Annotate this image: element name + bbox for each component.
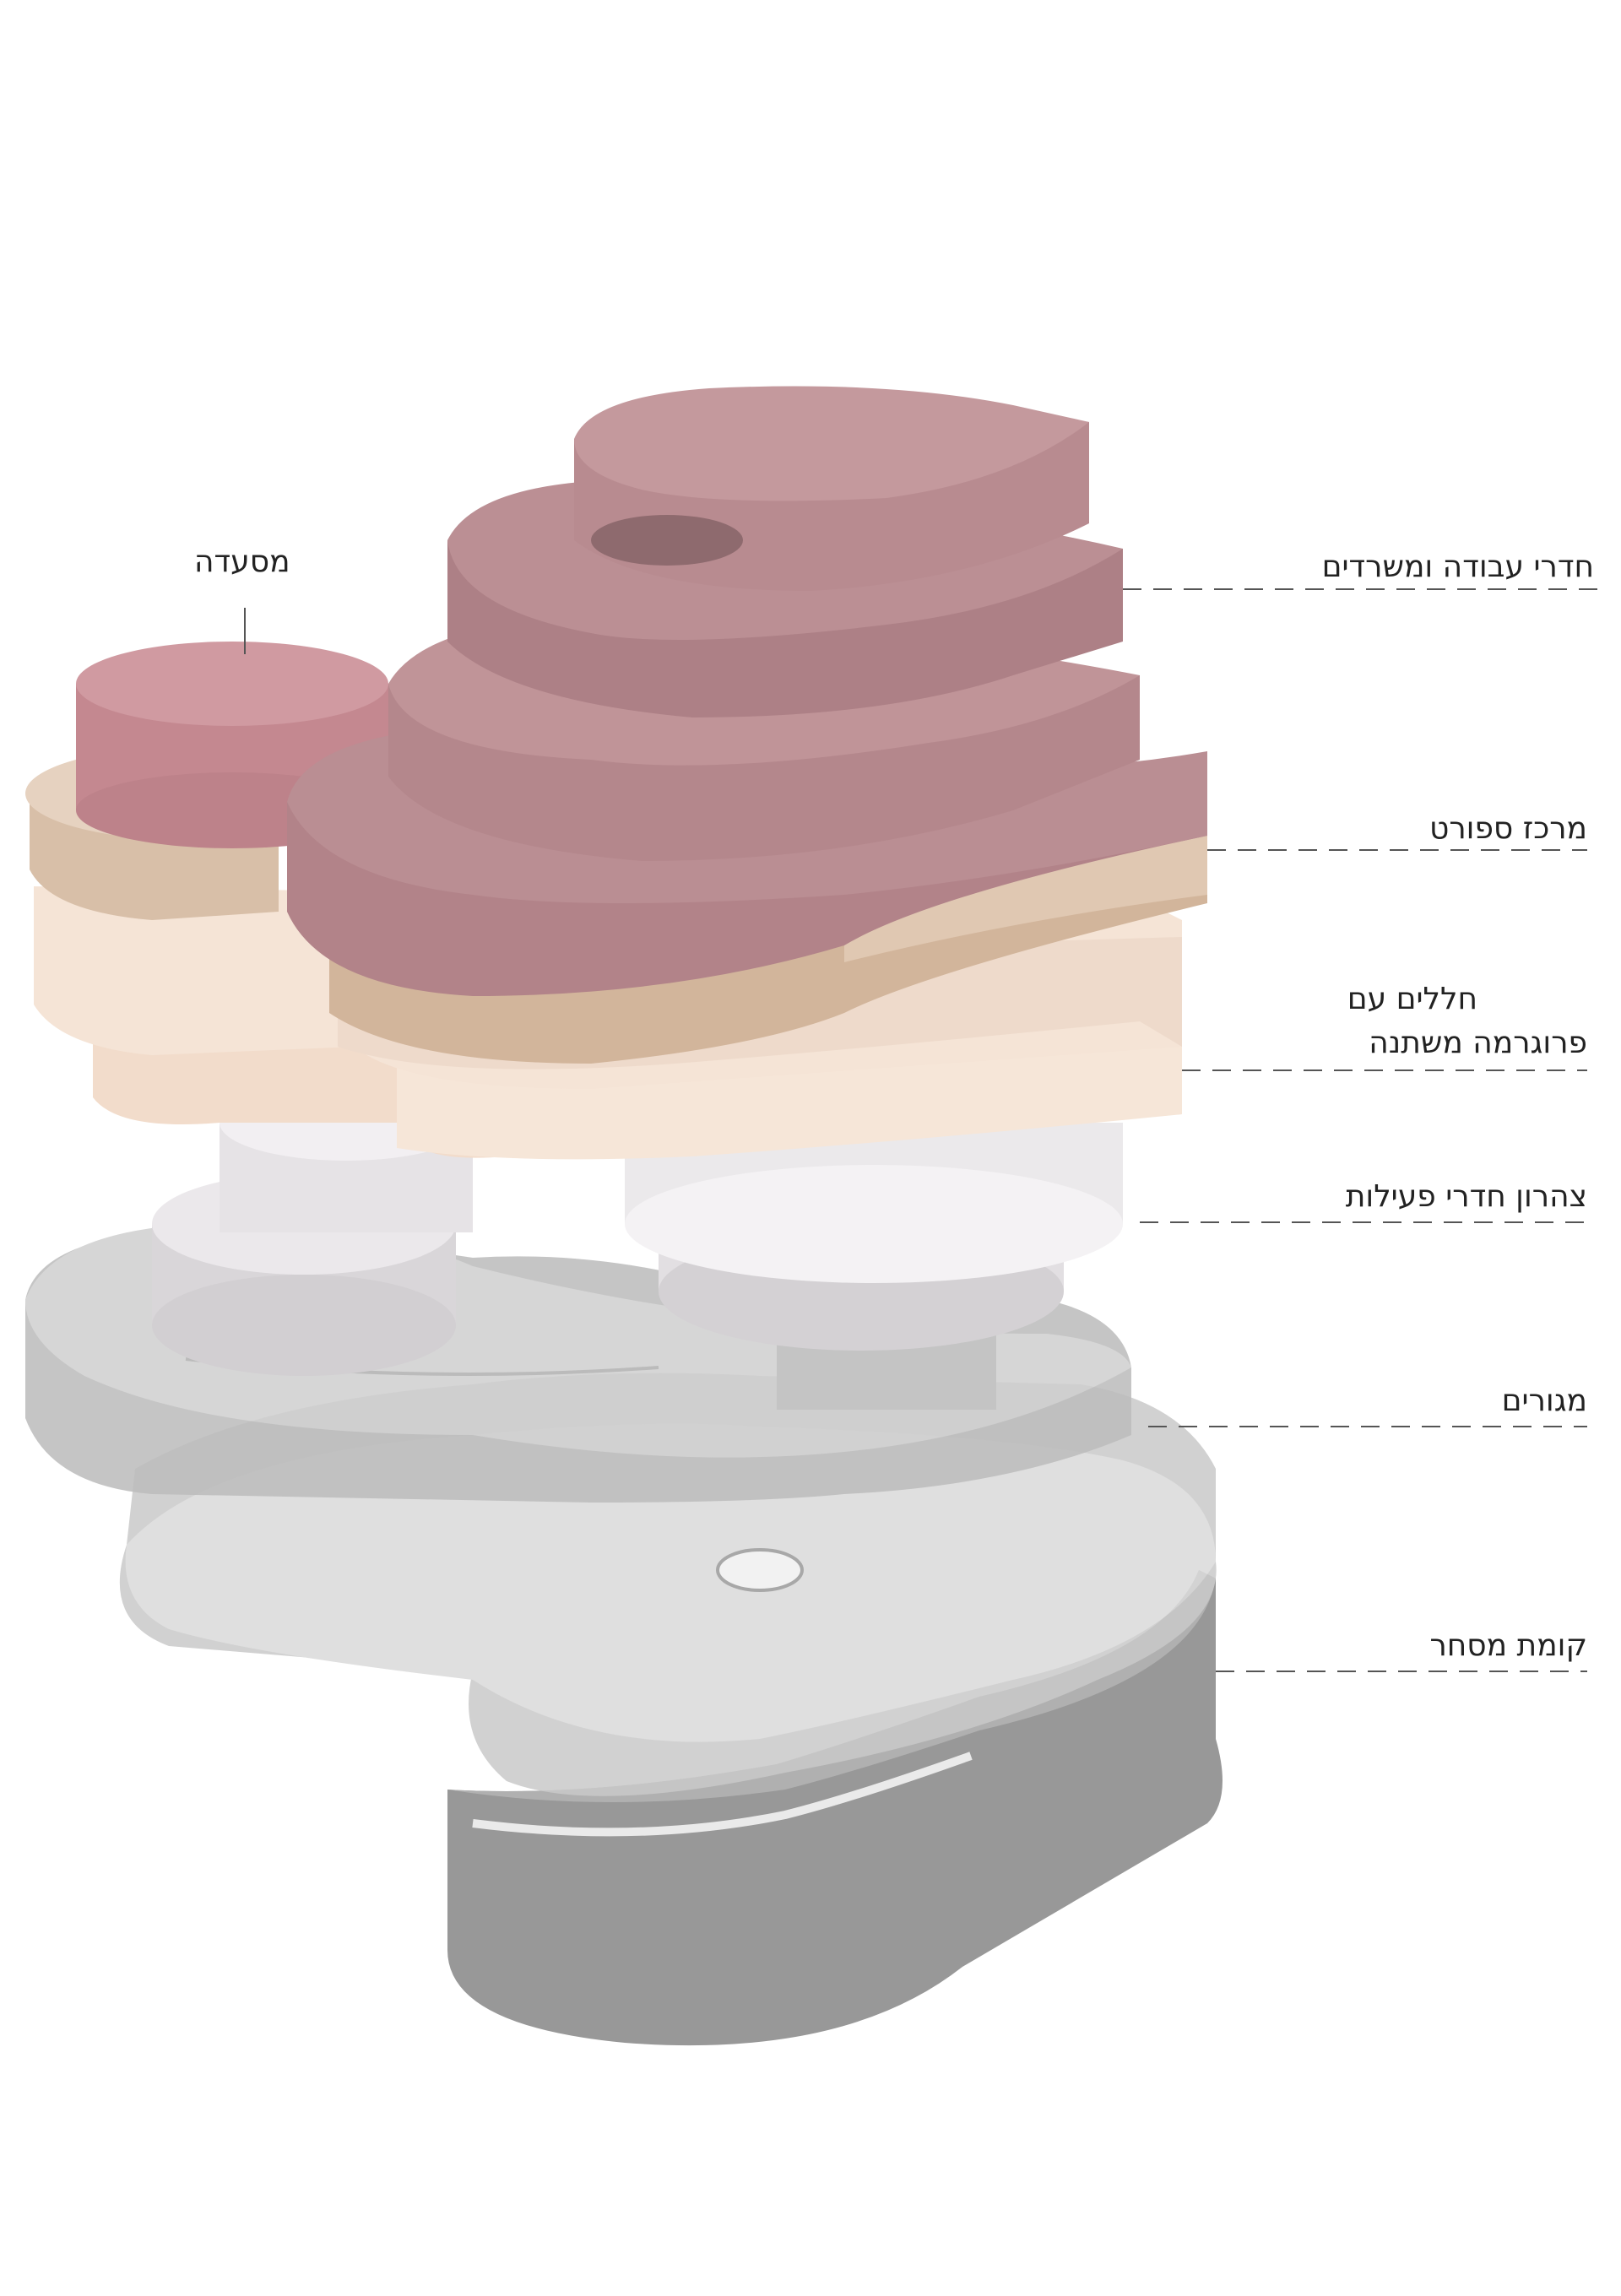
- label-housing: מגורים: [1501, 1384, 1587, 1418]
- offices-volume: [287, 386, 1207, 996]
- label-flex-line1: חללים עם: [1347, 982, 1477, 1016]
- label-restaurant: מסעדה: [194, 544, 290, 579]
- label-activity: צהרון חדרי פעילות: [1345, 1179, 1587, 1214]
- label-commerce: קומת מסחר: [1429, 1628, 1587, 1663]
- label-sports: מרכז ספורט: [1429, 811, 1587, 846]
- label-offices: חדרי עבודה ומשרדים: [1321, 550, 1594, 584]
- label-flex-line2: פרוגרמה משתנה: [1369, 1026, 1587, 1060]
